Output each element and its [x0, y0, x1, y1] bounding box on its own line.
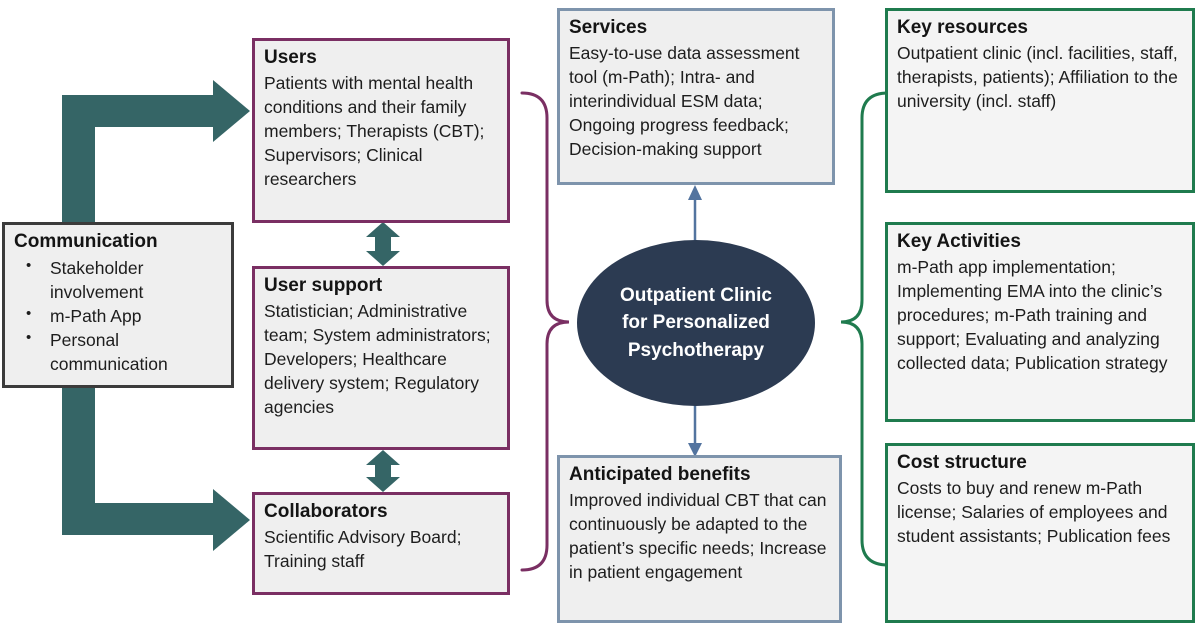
anticipated-benefits-box: Anticipated benefits Improved individual… [557, 455, 842, 623]
bullet-text: Stakeholder involvement [50, 257, 144, 302]
bullet-text: m-Path App [50, 305, 142, 326]
cost-structure-body: Costs to buy and renew m-Path license; S… [897, 477, 1171, 546]
key-resources-title: Key resources [897, 17, 1028, 38]
key-activities-box: Key Activities m-Path app implementation… [885, 222, 1195, 422]
collaborators-box: Collaborators Scientific Advisory Board;… [252, 492, 510, 595]
right-curly-brace [840, 91, 890, 567]
communication-to-collaborators-shaft [62, 503, 214, 535]
user-support-title: User support [264, 275, 383, 296]
users-box: Users Patients with mental health condit… [252, 38, 510, 223]
services-body: Easy-to-use data assessment tool (m-Path… [569, 42, 800, 160]
list-item: • Stakeholder involvement [14, 256, 222, 304]
list-item: • m-Path App [14, 304, 222, 328]
communication-box: Communication • Stakeholder involvement … [2, 222, 234, 388]
users-body: Patients with mental health conditions a… [264, 72, 485, 190]
ellipse-to-benefits-arrowhead [688, 443, 702, 457]
communication-title: Communication [14, 231, 158, 252]
user-support-body: Statistician; Administrative team; Syste… [264, 300, 491, 418]
usersupport-collaborators-double-arrow [366, 450, 400, 492]
anticipated-benefits-title: Anticipated benefits [569, 464, 751, 485]
collaborators-title: Collaborators [264, 501, 388, 522]
cost-structure-title: Cost structure [897, 452, 1027, 473]
central-ellipse: Outpatient Clinic for Personalized Psych… [577, 240, 815, 406]
list-item: • Personal communication [14, 328, 222, 376]
key-resources-body: Outpatient clinic (incl. facilities, sta… [897, 42, 1178, 111]
collaborators-body: Scientific Advisory Board; Training staf… [264, 526, 462, 571]
services-box: Services Easy-to-use data assessment too… [557, 8, 835, 185]
bullet-icon: • [26, 256, 32, 274]
key-resources-box: Key resources Outpatient clinic (incl. f… [885, 8, 1195, 193]
bullet-icon: • [26, 329, 32, 347]
users-title: Users [264, 47, 317, 68]
bullet-text: Personal communication [50, 330, 168, 375]
bullet-icon: • [26, 304, 32, 322]
communication-to-collaborators-arrowhead [213, 489, 250, 551]
communication-to-users-arrowhead [213, 80, 250, 142]
left-curly-brace [520, 91, 570, 572]
communication-bullet-list: • Stakeholder involvement • m-Path App •… [14, 256, 222, 377]
services-title: Services [569, 17, 648, 38]
cost-structure-box: Cost structure Costs to buy and renew m-… [885, 443, 1195, 623]
user-support-box: User support Statistician; Administrativ… [252, 266, 510, 450]
key-activities-title: Key Activities [897, 231, 1021, 252]
key-activities-body: m-Path app implementation; Implementing … [897, 256, 1168, 374]
users-usersupport-double-arrow [366, 222, 400, 266]
central-ellipse-title: Outpatient Clinic for Personalized Psych… [620, 284, 772, 361]
anticipated-benefits-body: Improved individual CBT that can continu… [569, 489, 827, 583]
communication-to-users-shaft [62, 95, 214, 127]
ellipse-to-services-arrowhead [688, 185, 702, 200]
